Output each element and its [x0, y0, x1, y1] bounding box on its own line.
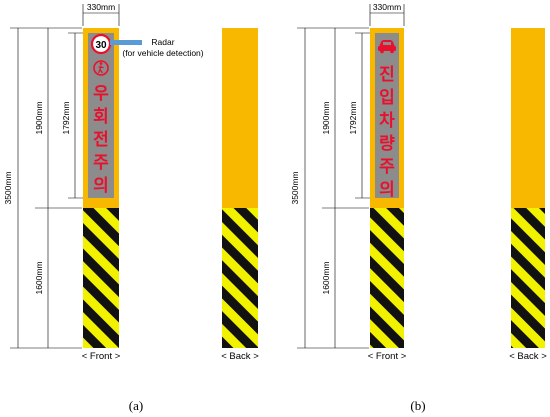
sign-char-a-4: 주 [93, 153, 109, 172]
back-pole-a [222, 28, 258, 348]
sign-panel-b [375, 33, 399, 198]
lower-height-label-a: 1600mm [34, 261, 44, 294]
panel-b-label: (b) [410, 398, 425, 413]
upper-height-label-b: 1900mm [321, 101, 331, 134]
total-height-label-a: 3500mm [3, 171, 13, 204]
panel-b: 330mm 3500mm 1900mm 1792mm 1600mm [290, 2, 547, 413]
sign-char-a-2: 회 [93, 107, 109, 126]
panel-height-label-a: 1792mm [61, 101, 71, 134]
radar-sublabel: (for vehicle detection) [122, 48, 203, 58]
front-pole-b: 진 입 차 량 주 의 [370, 28, 404, 348]
sign-char-a-3: 전 [93, 130, 109, 149]
sign-char-a-1: 우 [93, 84, 109, 103]
back-pole-b [511, 28, 545, 348]
front-caption-a: < Front > [82, 351, 121, 362]
panel-a-label: (a) [129, 398, 143, 413]
height-dimensions-b [297, 27, 375, 349]
sign-char-b-1: 진 [379, 65, 395, 84]
speed-limit-sign: 30 [90, 33, 112, 55]
pedestrian-icon [93, 60, 109, 76]
lower-height-label-b: 1600mm [321, 261, 331, 294]
sign-char-a-5: 의 [93, 176, 109, 195]
width-dimension-b: 330mm [369, 2, 405, 26]
front-caption-b: < Front > [368, 351, 407, 362]
radar-label: Radar [151, 37, 174, 47]
panel-height-label-b: 1792mm [348, 101, 358, 134]
back-caption-a: < Back > [221, 351, 259, 362]
width-label-b: 330mm [373, 2, 401, 12]
car-icon [378, 40, 396, 54]
speed-limit-value: 30 [95, 40, 107, 51]
width-dimension-a: 330mm [82, 2, 120, 26]
radar-device [110, 40, 142, 45]
width-label-a: 330mm [87, 2, 115, 12]
back-caption-b: < Back > [509, 351, 547, 362]
sign-char-b-5: 주 [379, 157, 395, 176]
sign-char-b-3: 차 [379, 111, 395, 130]
panel-a: 330mm 3500mm 1900mm 1792mm 1600mm 30 [3, 2, 259, 413]
total-height-label-b: 3500mm [290, 171, 300, 204]
sign-char-b-2: 입 [379, 88, 395, 107]
sign-char-b-4: 량 [379, 134, 395, 153]
sign-char-b-6: 의 [379, 180, 395, 199]
upper-height-label-a: 1900mm [34, 101, 44, 134]
height-dimensions-a [10, 27, 88, 349]
front-pole-a: 30 우 회 전 주 의 [83, 28, 119, 348]
